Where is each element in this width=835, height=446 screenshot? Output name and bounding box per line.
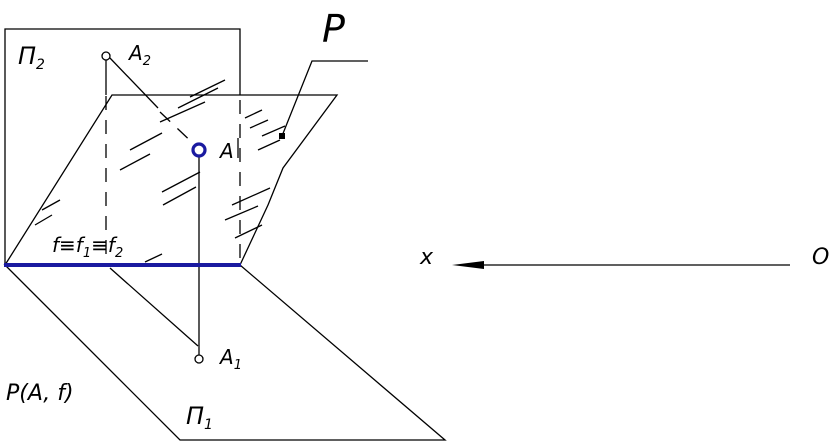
- p-leader-line: [281, 60, 368, 137]
- label-plane-p: P: [322, 7, 345, 51]
- plane-p-hatching: [34, 79, 286, 263]
- label-pi2: П2: [18, 42, 45, 73]
- label-pi1-main: П: [186, 402, 204, 430]
- label-a1-main: A: [218, 345, 234, 369]
- label-x-axis: x: [419, 245, 434, 270]
- a2-to-a-line: [108, 56, 159, 109]
- label-f-sub2: 2: [115, 246, 123, 261]
- frontal-plane-pi2: [4, 28, 241, 265]
- p-leader-dot: [279, 133, 285, 139]
- label-a2-sub: 2: [143, 54, 151, 69]
- label-plane-definition: P(A, f): [6, 381, 74, 406]
- x-axis-arrow: [452, 261, 484, 269]
- label-f-main: f≡f: [52, 233, 86, 257]
- a-a2-link-hidden: [159, 111, 199, 149]
- label-pi1-sub: 1: [204, 417, 213, 433]
- label-a1: A1: [218, 345, 242, 373]
- label-f-mid: ≡f: [91, 233, 118, 257]
- label-a2-main: A: [127, 41, 143, 65]
- label-pi1: П1: [186, 402, 213, 433]
- label-front-line: f≡f1≡f2: [52, 233, 123, 261]
- horizontal-plane-inner-line: [109, 267, 199, 347]
- point-a1: [194, 354, 204, 364]
- label-a2: A2: [127, 41, 151, 69]
- label-pi2-sub: 2: [36, 57, 45, 73]
- label-f-sub1: 1: [83, 246, 91, 261]
- point-a2: [101, 51, 111, 61]
- label-a1-sub: 1: [234, 358, 242, 373]
- label-origin: O: [812, 245, 829, 270]
- plane-p-outline: [4, 94, 339, 266]
- point-a: [191, 142, 207, 158]
- label-a: A: [218, 139, 234, 163]
- label-pi2-main: П: [18, 42, 36, 70]
